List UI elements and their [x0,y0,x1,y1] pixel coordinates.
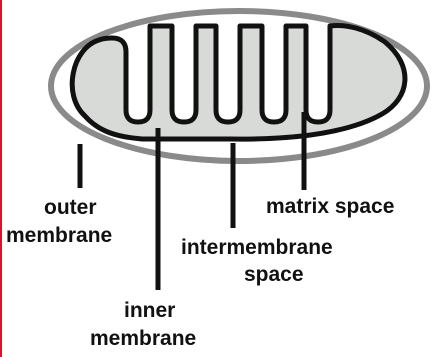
intermembrane-space-label-line2: space [244,263,304,286]
inner-membrane-shape [69,23,408,142]
outer-membrane-label-line1: outer [44,196,97,219]
intermembrane-space-label-line1: intermembrane [181,236,333,259]
matrix-space-label: matrix space [266,195,395,218]
left-edge-rule [0,0,2,357]
inner-membrane-label-line2: membrane [90,327,197,350]
inner-membrane-label-line1: inner [124,299,176,322]
outer-membrane-label-line2: membrane [6,224,113,247]
